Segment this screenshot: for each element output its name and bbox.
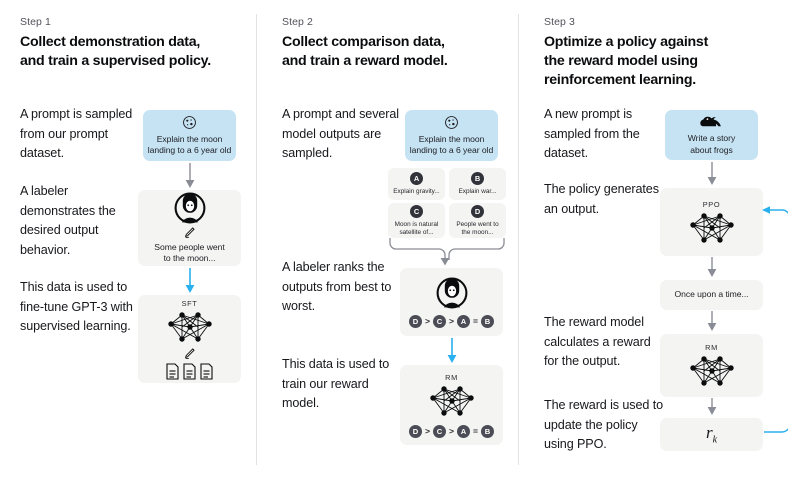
step-3-paragraph-4: The reward is used to update the policy … [544, 398, 663, 451]
step-2-ranking-row: D > C > A = B [408, 314, 495, 328]
rank-chip-4: B [481, 314, 495, 328]
step-1-title-line-1: Collect demonstration data, [20, 34, 201, 50]
rm-rank-chip-4: B [481, 424, 495, 438]
step-1-prompt-caption: Explain the moon landing to a 6 year old [147, 133, 232, 156]
option-card-a[interactable]: A Explain gravity... [388, 168, 445, 200]
step-2-merge-arrow [388, 238, 508, 266]
column-divider-1 [256, 14, 257, 465]
pencil-icon [183, 347, 196, 360]
ppo-label: PPO [702, 199, 721, 209]
step-1-paragraph-2: A labeler demonstrates the desired outpu… [20, 184, 116, 257]
sft-label: SFT [181, 298, 198, 308]
step-3-title-line-1: Optimize a policy against [544, 34, 709, 50]
option-b-badge: B [471, 172, 484, 185]
rank-op-3: = [473, 316, 479, 326]
option-card-c[interactable]: C Moon is natural satellite of... [388, 203, 445, 238]
step-2-rm-ranking-row: D > C > A = B [408, 424, 495, 438]
rm-rank-chip-2: C [432, 424, 446, 438]
rank-chip-1: D [408, 314, 422, 328]
neural-network-icon [428, 384, 476, 418]
option-b-text: Explain war... [458, 188, 497, 195]
step-2-arrow-2 [445, 338, 459, 364]
step-3-arrow-4 [705, 398, 719, 416]
rm-rank-op-2: > [448, 426, 455, 436]
rm-rank-op-3: = [473, 426, 479, 436]
step-3-column: Step 3 Optimize a policy against the rew… [524, 0, 788, 479]
reward-symbol: rk [705, 423, 718, 446]
step-2-title: Collect comparison data, and train a rew… [282, 33, 522, 71]
step-1-arrow-1 [183, 163, 197, 189]
option-d-text: People went to the moon... [456, 220, 499, 236]
rank-op-1: > [424, 316, 430, 326]
frog-icon [700, 114, 723, 129]
step-3-output-text: Once upon a time... [674, 289, 749, 300]
option-c-text: Moon is natural satellite of... [394, 220, 439, 236]
step-2-column: Step 2 Collect comparison data, and trai… [262, 0, 522, 479]
step-2-paragraph-1: A prompt and several model outputs are s… [282, 107, 400, 160]
step-3-output-box[interactable]: Once upon a time... [660, 280, 763, 310]
step-3-title-line-3: reinforcement learning. [544, 72, 696, 88]
step-3-arrow-2 [705, 257, 719, 278]
step-1-title: Collect demonstration data, and train a … [20, 33, 260, 71]
option-a-badge: A [410, 172, 423, 185]
step-1-paragraph-1: A prompt is sampled from our prompt data… [20, 107, 133, 160]
labeler-person-icon [174, 192, 206, 224]
step-3-prompt-box[interactable]: Write a story about frogs [665, 110, 758, 160]
step-1-arrow-2 [183, 268, 197, 294]
step-1-label: Step 1 [20, 16, 51, 28]
rm-label: RM [445, 372, 458, 382]
moon-icon [182, 115, 197, 130]
rm-label-step3: RM [705, 343, 718, 352]
step-3-title: Optimize a policy against the reward mod… [544, 33, 784, 90]
step-1-column: Step 1 Collect demonstration data, and t… [0, 0, 260, 479]
rank-chip-3: A [457, 314, 471, 328]
step-2-paragraph-3: This data is used to train our reward mo… [282, 357, 390, 410]
step-1-prompt-box[interactable]: Explain the moon landing to a 6 year old [143, 110, 236, 161]
option-c-badge: C [410, 204, 423, 218]
step-3-feedback-loop [760, 206, 788, 436]
rm-rank-chip-3: A [457, 424, 471, 438]
step-3-arrow-1 [705, 162, 719, 186]
step-3-arrow-3 [705, 311, 719, 332]
rm-rank-op-1: > [424, 426, 430, 436]
rank-op-2: > [448, 316, 455, 326]
step-2-prompt-box[interactable]: Explain the moon landing to a 6 year old [405, 110, 498, 161]
documents-icon [165, 362, 215, 380]
step-3-reward-box[interactable]: rk [660, 418, 763, 451]
step-3-paragraph-1: A new prompt is sampled from the dataset… [544, 107, 640, 160]
neural-network-icon [166, 310, 214, 344]
option-card-d[interactable]: D People went to the moon... [449, 203, 506, 238]
step-2-title-line-1: Collect comparison data, [282, 34, 445, 50]
step-2-prompt-caption: Explain the moon landing to a 6 year old [409, 133, 494, 156]
pencil-icon [183, 226, 196, 239]
step-2-label: Step 2 [282, 16, 313, 28]
step-3-prompt-caption: Write a story about frogs [687, 133, 736, 155]
moon-icon [444, 115, 459, 130]
step-1-sft-box[interactable]: SFT [138, 295, 241, 383]
step-3-reward-model-box[interactable]: RM [660, 334, 763, 397]
step-3-label: Step 3 [544, 16, 575, 28]
step-1-labeler-box[interactable]: Some people went to the moon... [138, 190, 241, 266]
step-2-reward-model-box[interactable]: RM [400, 365, 503, 445]
labeler-person-icon [436, 277, 468, 309]
step-2-title-line-2: and train a reward model. [282, 53, 448, 69]
rm-rank-chip-1: D [408, 424, 422, 438]
step-2-paragraph-2: A labeler ranks the outputs from best to… [282, 260, 392, 313]
rank-chip-2: C [432, 314, 446, 328]
step-3-paragraph-3: The reward model calculates a reward for… [544, 315, 651, 368]
step-3-paragraph-2: The policy generates an output. [544, 182, 659, 216]
step-1-labeler-caption: Some people went to the moon... [154, 241, 225, 264]
option-a-text: Explain gravity... [393, 188, 440, 195]
step-1-title-line-2: and train a supervised policy. [20, 53, 211, 69]
option-card-b[interactable]: B Explain war... [449, 168, 506, 200]
step-1-paragraph-3: This data is used to fine-tune GPT-3 wit… [20, 280, 133, 333]
option-d-badge: D [471, 204, 484, 218]
step-2-ranking-box[interactable]: D > C > A = B [400, 268, 503, 336]
neural-network-icon [688, 211, 736, 245]
column-divider-2 [518, 14, 519, 465]
step-3-policy-box[interactable]: PPO [660, 188, 763, 256]
step-3-title-line-2: the reward model using [544, 53, 698, 69]
neural-network-icon [688, 354, 736, 388]
